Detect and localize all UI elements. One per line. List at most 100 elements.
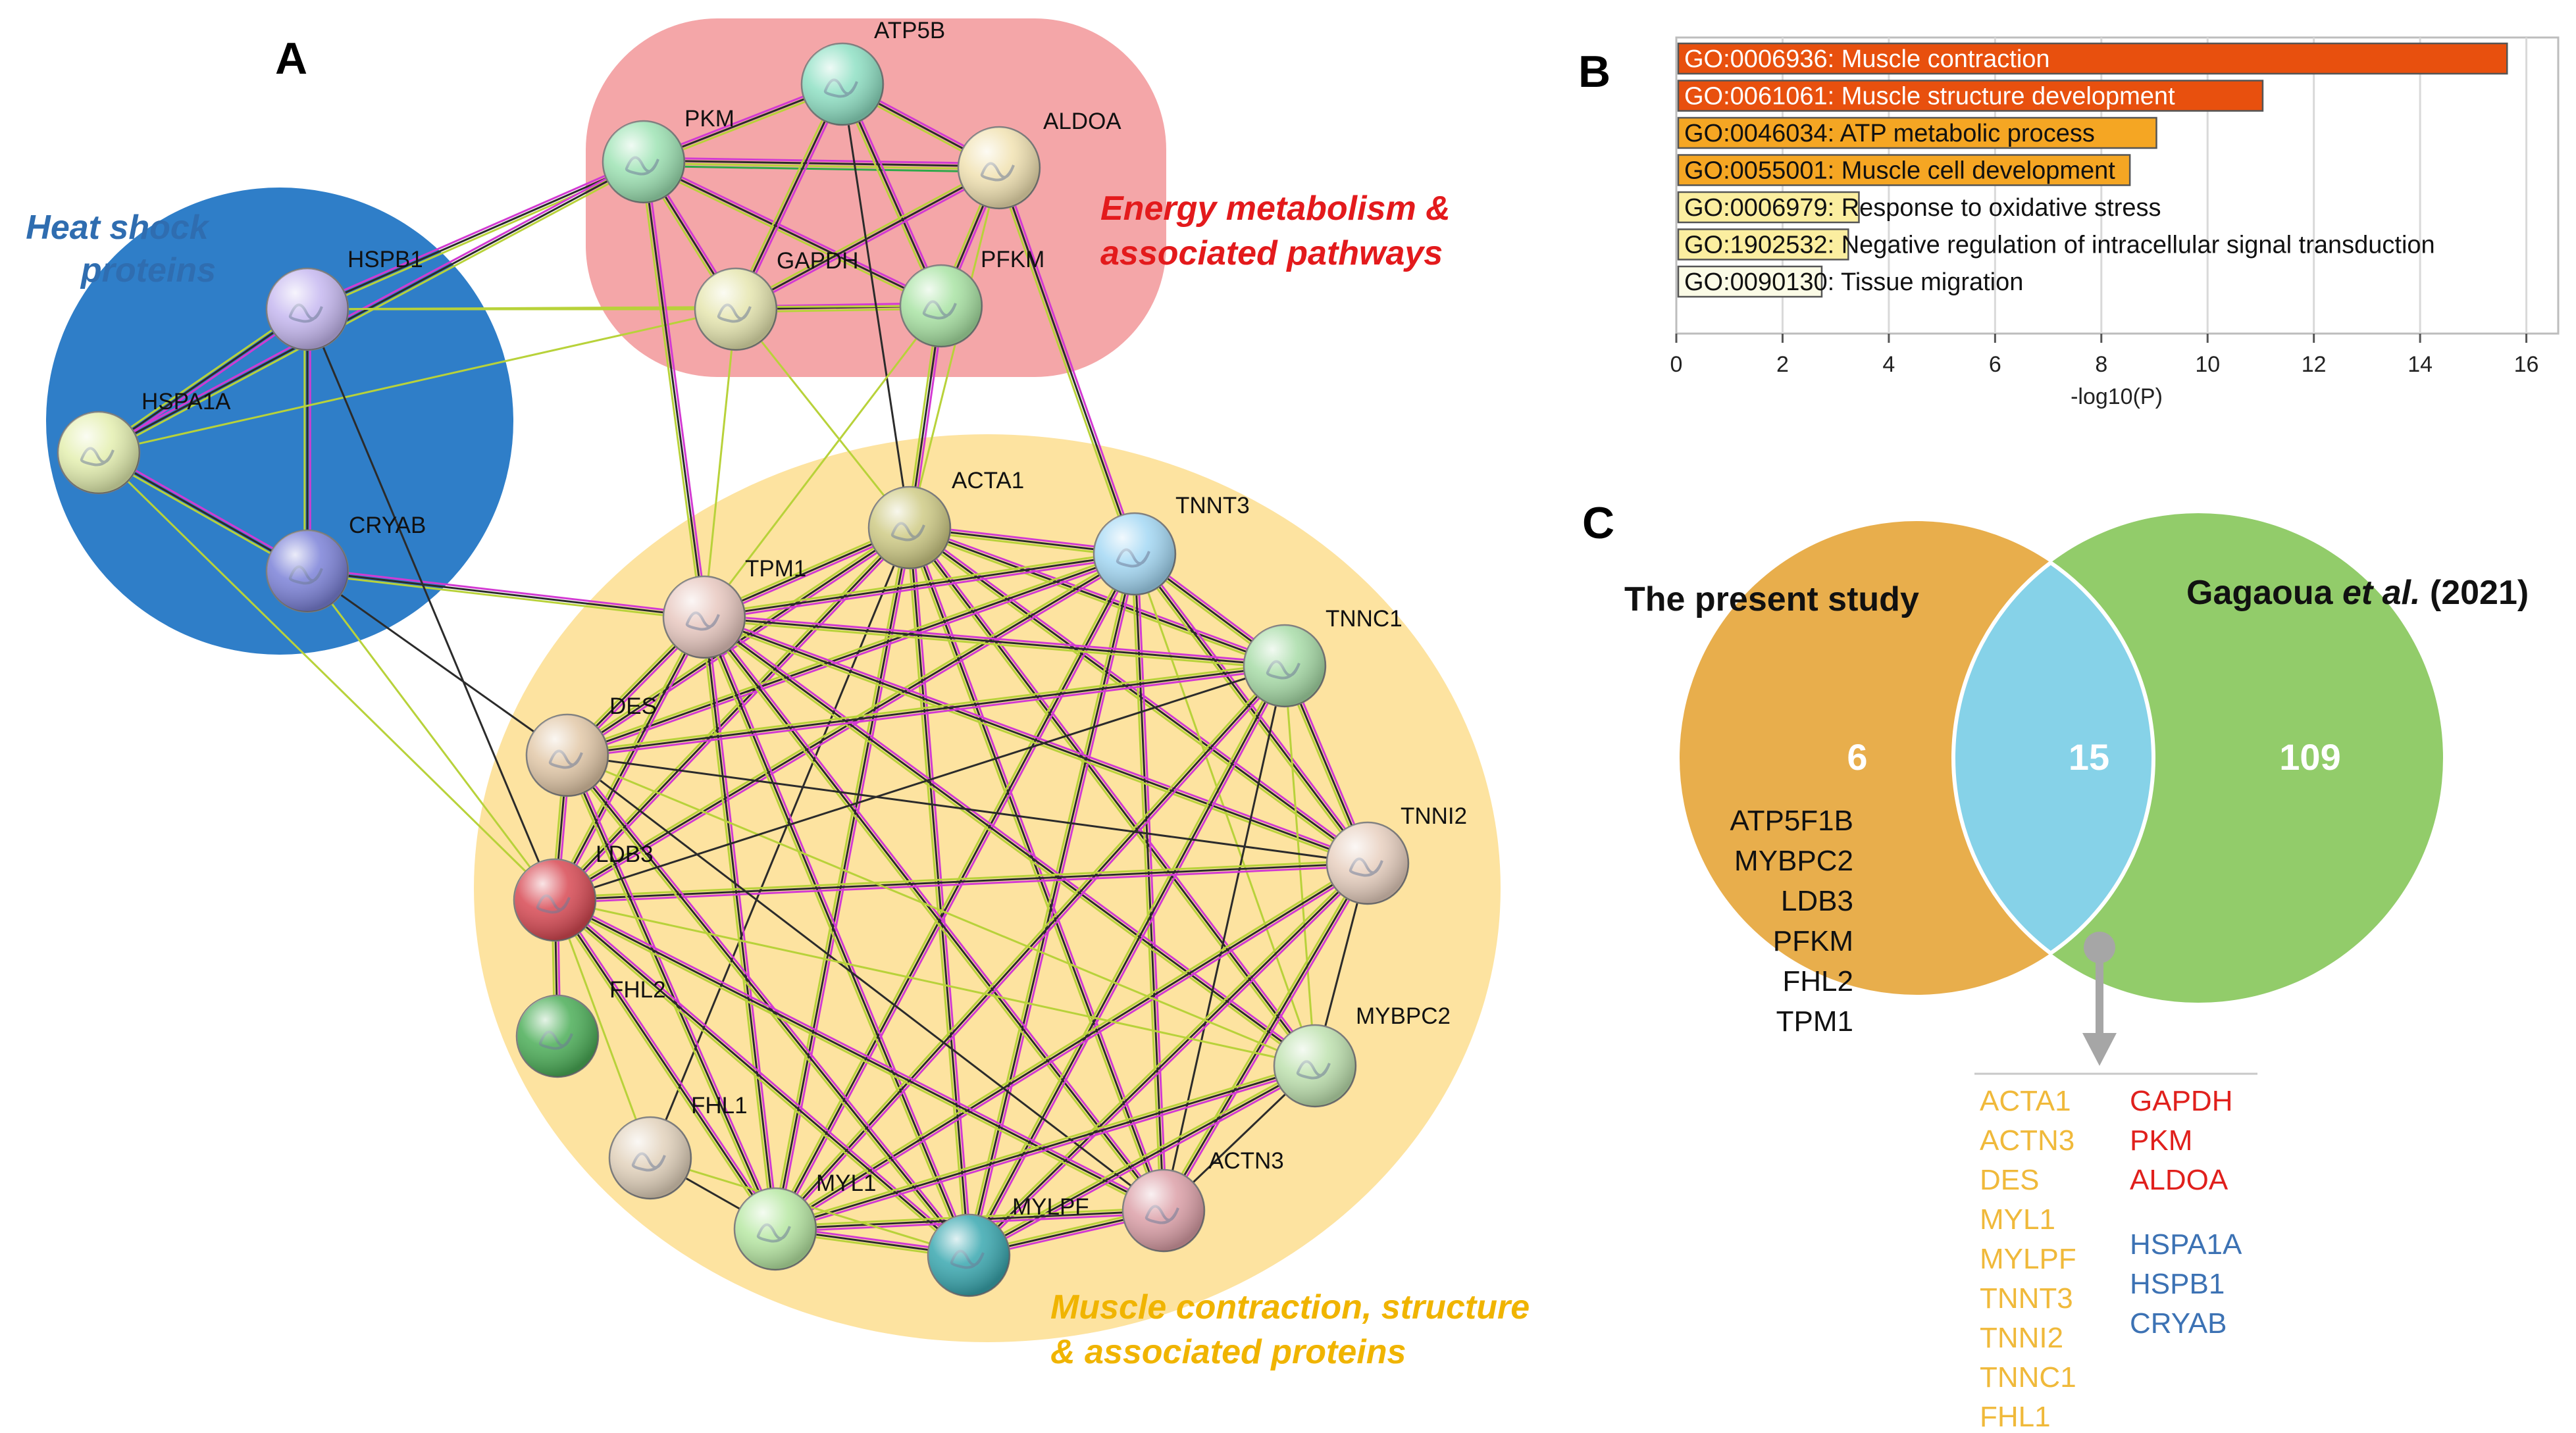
edge-hspa1a-ldb3 xyxy=(97,451,556,901)
edge-cryab-tpm1 xyxy=(307,567,705,621)
cluster-label-energy-line1: Energy metabolism & xyxy=(1100,189,1451,228)
shared-gene-tnnc1: TNNC1 xyxy=(1980,1361,2076,1394)
node-myl1[interactable]: MYL1 xyxy=(733,1170,876,1271)
edge-tnnt3-tpm1 xyxy=(704,550,1135,621)
bar-rect-7 xyxy=(1677,265,1823,298)
edge-ldb3-fhl1 xyxy=(554,899,652,1159)
shared-gene-cryab: CRYAB xyxy=(2130,1307,2227,1340)
bar-4: GO:0055001: Muscle cell development xyxy=(1677,154,2131,186)
node-ldb3[interactable]: LDB3 xyxy=(513,842,654,942)
cluster-label-muscle-line2: & associated proteins xyxy=(1050,1333,1406,1371)
node-hspa1a-gloss xyxy=(58,412,140,493)
shared-gene-pkm: PKM xyxy=(2130,1124,2192,1157)
node-aldoa-gloss xyxy=(958,127,1040,209)
node-tnnt3-gloss xyxy=(1094,513,1175,595)
node-label-cryab: CRYAB xyxy=(349,513,426,538)
venn-overlap-count: 15 xyxy=(2069,736,2109,778)
node-mylpf[interactable]: MYLPF xyxy=(927,1194,1089,1297)
node-des[interactable]: DES xyxy=(525,693,657,797)
node-pkm[interactable]: PKM xyxy=(602,106,734,204)
edge-tnni2-ldb3 xyxy=(554,859,1368,904)
edge-ldb3-actn3 xyxy=(553,896,1166,1215)
node-acta1[interactable]: ACTA1 xyxy=(867,468,1024,570)
bar-label-5: GO:0006979: Response to oxidative stress xyxy=(1684,194,2161,222)
node-tnnc1[interactable]: TNNC1 xyxy=(1243,606,1403,708)
node-label-fhl2: FHL2 xyxy=(609,977,666,1003)
edge-tpm1-myl1 xyxy=(700,616,779,1230)
cluster-labels: Heat shock proteins Energy metabolism & … xyxy=(26,189,1530,1371)
node-mybpc2[interactable]: MYBPC2 xyxy=(1273,1003,1451,1108)
cluster-hsp-bg xyxy=(46,188,513,655)
node-actn3[interactable]: ACTN3 xyxy=(1121,1148,1284,1253)
node-label-atp5b: ATP5B xyxy=(874,18,945,43)
shared-gene-mylpf: MYLPF xyxy=(1980,1243,2076,1275)
shared-gene-tnni2: TNNI2 xyxy=(1980,1322,2063,1354)
node-aldoa[interactable]: ALDOA xyxy=(957,109,1121,210)
edge-pfkm-tpm1 xyxy=(703,305,942,618)
edge-aldoa-acta1 xyxy=(908,167,1000,528)
node-fhl1[interactable]: FHL1 xyxy=(608,1093,748,1200)
shared-gene-hspb1: HSPB1 xyxy=(2130,1268,2225,1300)
venn-right-title-prefix: Gagaoua xyxy=(2186,574,2342,612)
node-label-tnni2: TNNI2 xyxy=(1401,803,1467,829)
node-label-tnnc1: TNNC1 xyxy=(1326,606,1403,632)
venn-right-title-italic: et al. xyxy=(2342,574,2421,612)
node-pfkm[interactable]: PFKM xyxy=(899,247,1044,348)
node-cryab[interactable]: CRYAB xyxy=(265,513,426,613)
node-hspa1a[interactable]: HSPA1A xyxy=(57,389,231,495)
tick-label-4: 4 xyxy=(1882,352,1895,377)
node-fhl2[interactable]: FHL2 xyxy=(515,977,666,1078)
cluster-label-energy-line2: associated pathways xyxy=(1100,234,1443,272)
edge-des-mybpc2 xyxy=(567,754,1316,1067)
edge-pkm-aldoa xyxy=(643,157,1000,173)
edge-tnnt3-actn3 xyxy=(1131,553,1168,1211)
node-gapdh[interactable]: GAPDH xyxy=(694,248,858,351)
node-label-hspb1: HSPB1 xyxy=(348,247,423,272)
venn-callout-arrow xyxy=(2082,932,2117,1066)
bar-3: GO:0046034: ATP metabolic process xyxy=(1677,116,2157,149)
panel-letter-b: B xyxy=(1578,47,1610,97)
edge-tnnc1-des xyxy=(567,662,1285,759)
node-hspb1-gloss xyxy=(267,268,348,350)
shared-gene-aldoa: ALDOA xyxy=(2130,1164,2228,1196)
edge-tpm1-actn3 xyxy=(701,615,1167,1213)
edge-aldoa-tnnt3 xyxy=(995,166,1139,555)
node-mybpc2-gloss xyxy=(1274,1025,1356,1107)
tick-label-10: 10 xyxy=(2195,352,2220,377)
edge-hspa1a-gapdh xyxy=(98,308,736,454)
tick-label-0: 0 xyxy=(1670,352,1683,377)
node-tpm1[interactable]: TPM1 xyxy=(662,556,806,659)
edge-hspb1-pfkm xyxy=(307,305,942,311)
node-tnnt3[interactable]: TNNT3 xyxy=(1093,493,1250,596)
shared-gene-myl1: MYL1 xyxy=(1980,1203,2055,1236)
edge-tpm1-mylpf xyxy=(700,615,973,1257)
node-atp5b[interactable]: ATP5B xyxy=(800,18,945,126)
edge-tnnt3-mylpf xyxy=(965,553,1139,1257)
venn-right-title-suffix: (2021) xyxy=(2420,574,2529,612)
left-only-gene-atp5f1b: ATP5F1B xyxy=(1730,805,1853,837)
node-hspb1[interactable]: HSPB1 xyxy=(265,247,423,351)
node-pfkm-gloss xyxy=(900,265,982,347)
edge-pkm-tpm1 xyxy=(640,161,708,618)
edge-tnnc1-actn3 xyxy=(1162,665,1286,1211)
node-gapdh-gloss xyxy=(695,268,777,350)
shared-gene-gapdh: GAPDH xyxy=(2130,1085,2232,1117)
node-fhl2-gloss xyxy=(517,995,598,1077)
venn-right-title: Gagaoua et al. (2021) xyxy=(2186,574,2529,612)
node-tnni2[interactable]: TNNI2 xyxy=(1326,803,1467,905)
left-only-gene-pfkm: PFKM xyxy=(1773,925,1853,957)
node-label-ldb3: LDB3 xyxy=(596,842,654,867)
cluster-label-hsp-line2: proteins xyxy=(80,251,216,289)
cluster-label-muscle-line1: Muscle contraction, structure xyxy=(1050,1288,1530,1326)
edge-mybpc2-mylpf xyxy=(967,1063,1317,1259)
bar-1: GO:0006936: Muscle contraction xyxy=(1677,42,2508,75)
edge-hspb1-cryab xyxy=(303,309,311,571)
shared-gene-actn3: ACTN3 xyxy=(1980,1124,2074,1157)
panel-letter-a: A xyxy=(275,34,307,84)
edge-tpm1-tnnc1 xyxy=(704,613,1285,670)
node-des-gloss xyxy=(527,715,608,796)
edge-tnnt3-myl1 xyxy=(771,552,1139,1231)
